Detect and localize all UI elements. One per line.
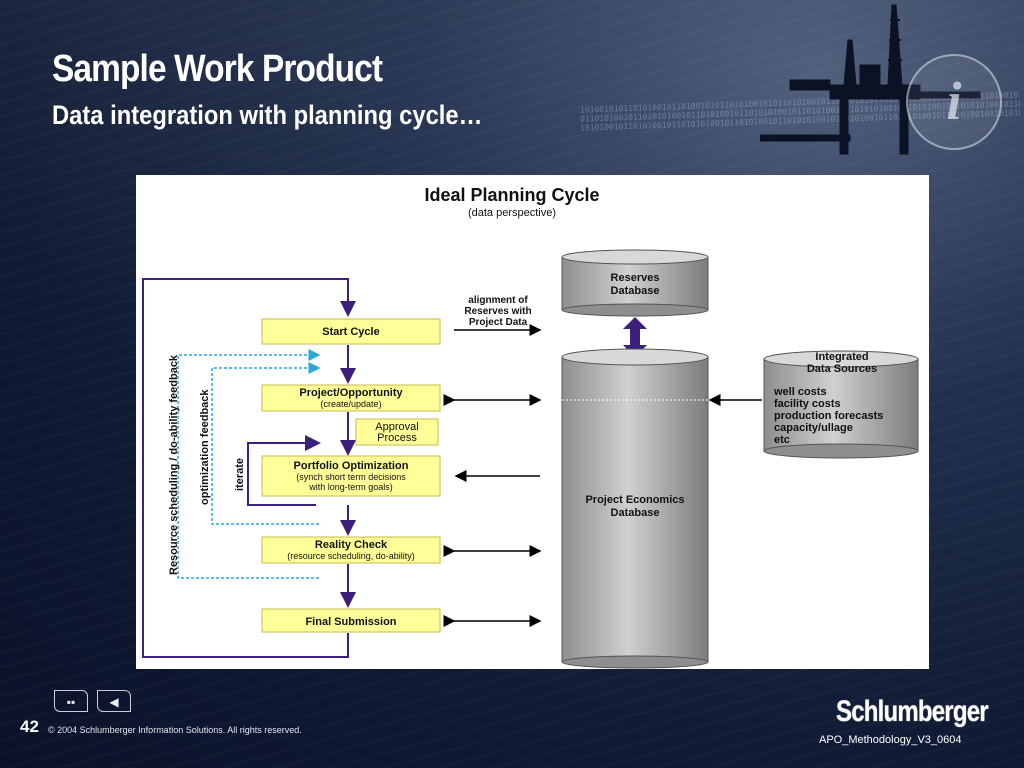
- reserves-database: Reserves Database: [561, 249, 709, 317]
- reserves-db-line2: Database: [611, 285, 660, 297]
- document-id: APO_Methodology_V3_0604: [819, 734, 962, 746]
- step-label: Final Submission: [305, 616, 396, 628]
- step-label: Portfolio Optimization: [294, 460, 409, 472]
- approval-process-box: Approval Process: [355, 418, 439, 446]
- outer-loop-arrow: [142, 278, 356, 658]
- info-icon: i: [906, 54, 1002, 150]
- optimization-feedback-arrow: [211, 362, 321, 525]
- alignment-note: alignment of Reserves with Project Data: [464, 295, 531, 328]
- optimization-feedback-label: optimization feedback: [199, 389, 211, 505]
- home-grid-icon[interactable]: ▪▪: [54, 690, 88, 712]
- approval-line2: Process: [377, 432, 417, 444]
- sources-title-1: Integrated: [815, 351, 868, 363]
- alignment-line2: Reserves with: [464, 306, 531, 317]
- approval-line1: Approval: [375, 421, 418, 433]
- iterate-label: iterate: [234, 458, 246, 491]
- step-final-submission: Final Submission: [261, 608, 441, 633]
- step-sublabel: (resource scheduling, do-ability): [287, 551, 415, 561]
- source-item: well costs: [773, 386, 827, 398]
- page-number: 42: [20, 717, 39, 736]
- diagram-title: Ideal Planning Cycle: [424, 185, 599, 205]
- step-project-opportunity: Project/Opportunity (create/update): [261, 384, 441, 412]
- step-label: Reality Check: [315, 539, 388, 551]
- diagram-subtitle: (data perspective): [468, 207, 556, 219]
- project-economics-database: Project Economics Database: [561, 348, 709, 669]
- step-sublabel-2: with long-term goals): [308, 482, 393, 492]
- alignment-line1: alignment of: [468, 295, 528, 306]
- source-item: production forecasts: [774, 410, 883, 422]
- source-item: facility costs: [774, 398, 841, 410]
- reserves-db-line1: Reserves: [611, 272, 660, 284]
- step-sublabel: (synch short term decisions: [296, 472, 406, 482]
- slide-subtitle: Data integration with planning cycle…: [52, 100, 483, 130]
- resource-feedback-label: Resource scheduling / do-ability feedbac…: [168, 354, 180, 575]
- step-label: Start Cycle: [322, 326, 379, 338]
- project-db-line2: Database: [611, 507, 660, 519]
- reserves-sync-arrow: [623, 317, 647, 357]
- alignment-line3: Project Data: [469, 317, 528, 328]
- resource-feedback-arrow: [177, 349, 321, 579]
- sources-title-2: Data Sources: [807, 363, 877, 375]
- source-item: etc: [774, 434, 790, 446]
- diagram-panel: Ideal Planning Cycle (data perspective) …: [136, 175, 929, 669]
- back-arrow-icon[interactable]: ◀: [97, 690, 131, 712]
- iterate-loop-arrow: [247, 435, 321, 506]
- planning-cycle-diagram: Ideal Planning Cycle (data perspective) …: [142, 185, 919, 669]
- step-start-cycle: Start Cycle: [261, 318, 441, 345]
- db-arrows: [443, 324, 762, 627]
- source-item: capacity/ullage: [774, 422, 853, 434]
- step-sublabel: (create/update): [320, 399, 381, 409]
- schlumberger-logo: Schlumberger: [836, 695, 989, 728]
- integrated-data-sources: Integrated Data Sources well costs facil…: [763, 350, 919, 459]
- step-reality-check: Reality Check (resource scheduling, do-a…: [261, 536, 441, 564]
- step-label: Project/Opportunity: [299, 387, 403, 399]
- step-portfolio-optimization: Portfolio Optimization (synch short term…: [261, 455, 441, 497]
- project-db-line1: Project Economics: [585, 494, 684, 506]
- copyright-text: © 2004 Schlumberger Information Solution…: [48, 725, 302, 735]
- slide-title: Sample Work Product: [52, 48, 383, 90]
